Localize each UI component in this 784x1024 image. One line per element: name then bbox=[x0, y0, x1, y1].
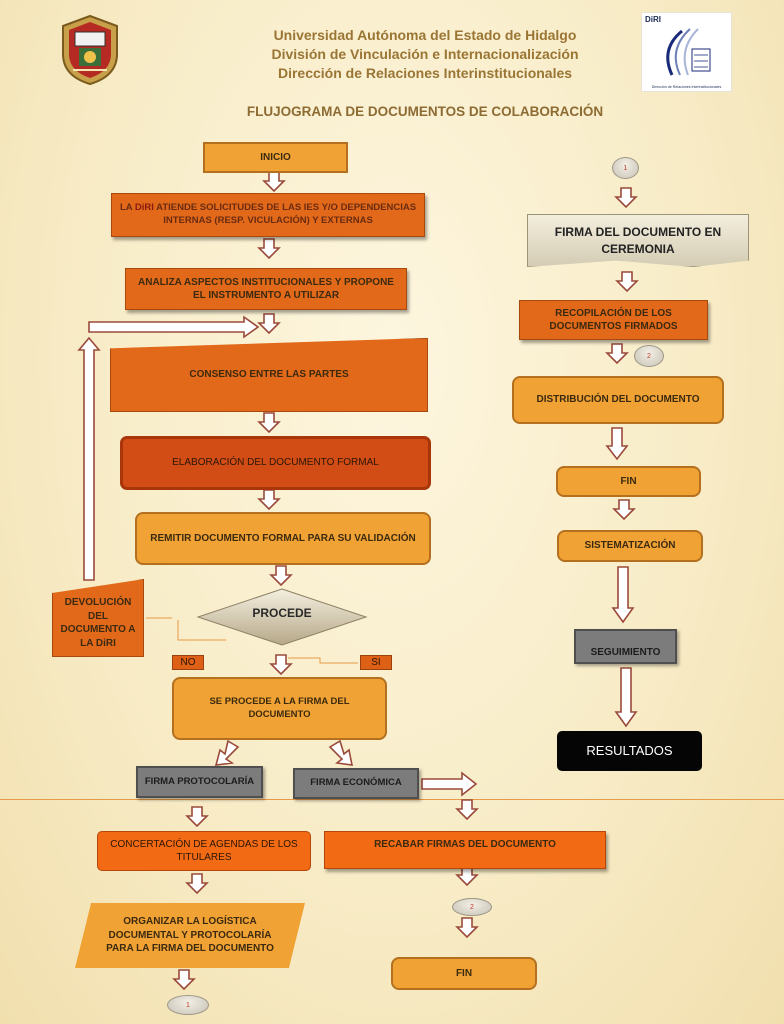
connector-2-right: 2 bbox=[634, 345, 664, 367]
analiza-box: ANALIZA ASPECTOS INSTITUCIONALES Y PROPO… bbox=[125, 268, 407, 310]
diri-logo: DiRI Dirección de Relaciones Interinstit… bbox=[641, 12, 732, 92]
resultados-label: RESULTADOS bbox=[586, 743, 673, 759]
firma-ceremonia-box: FIRMA DEL DOCUMENTO EN CEREMONIA bbox=[527, 214, 749, 267]
procede-diamond bbox=[196, 588, 368, 646]
firma-protocolaria-label: FIRMA PROTOCOLARÍA bbox=[144, 775, 255, 787]
diri-logo-caption: Dirección de Relaciones Interinstitucion… bbox=[651, 85, 722, 89]
recopilacion-box: RECOPILACIÓN DE LOS DOCUMENTOS FIRMADOS bbox=[519, 300, 708, 340]
si-label: SI bbox=[371, 657, 381, 668]
remitir-box: REMITIR DOCUMENTO FORMAL PARA SU VALIDAC… bbox=[135, 512, 431, 565]
analiza-label: ANALIZA ASPECTOS INSTITUCIONALES Y PROPO… bbox=[138, 276, 394, 302]
fin-right-box: FIN bbox=[556, 466, 701, 497]
fin-bottom-label: FIN bbox=[455, 967, 473, 979]
sistematizacion-box: SISTEMATIZACIÓN bbox=[557, 530, 703, 562]
firma-documento-box: SE PROCEDE A LA FIRMA DEL DOCUMENTO bbox=[172, 677, 387, 740]
uaeh-crest-icon bbox=[62, 14, 118, 86]
connector-1-bottom-label: 1 bbox=[186, 1001, 190, 1009]
connector-1-bottom: 1 bbox=[167, 995, 209, 1015]
connector-1-top-right: 1 bbox=[612, 157, 639, 179]
firma-economica-box: FIRMA ECONÓMICA bbox=[293, 768, 419, 799]
seguimiento-box: SEGUIMIENTO bbox=[574, 629, 677, 664]
uaeh-logo bbox=[57, 14, 123, 86]
consenso-label: CONSENSO ENTRE LAS PARTES bbox=[189, 369, 349, 381]
remitir-label: REMITIR DOCUMENTO FORMAL PARA SU VALIDAC… bbox=[150, 532, 416, 544]
divider-line bbox=[0, 799, 784, 800]
header-division: División de Vinculación e Internacionali… bbox=[271, 46, 579, 62]
resultados-box: RESULTADOS bbox=[557, 731, 702, 771]
firma-ceremonia-label: FIRMA DEL DOCUMENTO EN CEREMONIA bbox=[554, 225, 722, 256]
connector-2-label: 2 bbox=[647, 352, 651, 360]
atiende-box: LA DiRI ATIENDE SOLICITUDES DE LAS IES Y… bbox=[111, 193, 425, 237]
recopilacion-label: RECOPILACIÓN DE LOS DOCUMENTOS FIRMADOS bbox=[549, 307, 678, 333]
connector-2-bottom: 2 bbox=[452, 898, 492, 916]
inicio-box: INICIO bbox=[203, 142, 348, 173]
distribucion-label: DISTRIBUCIÓN DEL DOCUMENTO bbox=[536, 394, 700, 406]
seguimiento-label: SEGUIMIENTO bbox=[590, 646, 661, 658]
fin-bottom-box: FIN bbox=[391, 957, 537, 990]
connector-1-label: 1 bbox=[623, 164, 628, 172]
atiende-label: LA DiRI ATIENDE SOLICITUDES DE LAS IES Y… bbox=[119, 202, 417, 226]
devolucion-label: DEVOLUCIÓN DEL DOCUMENTO A LA DiRI bbox=[60, 597, 136, 649]
procede-label: PROCEDE bbox=[252, 606, 312, 620]
recabar-label: RECABAR FIRMAS DEL DOCUMENTO bbox=[374, 839, 556, 850]
no-label-box: NO bbox=[172, 655, 204, 670]
firma-documento-label: SE PROCEDE A LA FIRMA DEL DOCUMENTO bbox=[209, 695, 350, 720]
concertacion-label: CONCERTACIÓN DE AGENDAS DE LOS TITULARES bbox=[110, 838, 298, 864]
page-title: FLUJOGRAMA DE DOCUMENTOS DE COLABORACIÓN bbox=[246, 104, 604, 119]
recabar-box: RECABAR FIRMAS DEL DOCUMENTO bbox=[324, 831, 606, 869]
no-label: NO bbox=[180, 657, 196, 668]
inicio-label: INICIO bbox=[260, 151, 291, 163]
devolucion-box: DEVOLUCIÓN DEL DOCUMENTO A LA DiRI bbox=[52, 579, 144, 657]
consenso-box: CONSENSO ENTRE LAS PARTES bbox=[110, 338, 428, 412]
si-label-box: SI bbox=[360, 655, 392, 670]
diri-swoosh-icon bbox=[666, 28, 711, 76]
firma-economica-label: FIRMA ECONÓMICA bbox=[310, 777, 402, 789]
concertacion-box: CONCERTACIÓN DE AGENDAS DE LOS TITULARES bbox=[97, 831, 311, 871]
header-university: Universidad Autónoma del Estado de Hidal… bbox=[273, 27, 577, 43]
elaboracion-label: ELABORACIÓN DEL DOCUMENTO FORMAL bbox=[172, 457, 379, 469]
sistematizacion-label: SISTEMATIZACIÓN bbox=[584, 540, 676, 552]
organizar-label: ORGANIZAR LA LOGÍSTICA DOCUMENTAL Y PROT… bbox=[106, 916, 274, 955]
fin-right-label: FIN bbox=[620, 475, 637, 487]
organizar-box: ORGANIZAR LA LOGÍSTICA DOCUMENTAL Y PROT… bbox=[75, 903, 305, 968]
diri-logo-label: DiRI bbox=[645, 15, 661, 24]
distribucion-box: DISTRIBUCIÓN DEL DOCUMENTO bbox=[512, 376, 724, 424]
header-direction: Dirección de Relaciones Interinstitucion… bbox=[277, 65, 573, 81]
elaboracion-box: ELABORACIÓN DEL DOCUMENTO FORMAL bbox=[120, 436, 431, 490]
firma-protocolaria-box: FIRMA PROTOCOLARÍA bbox=[136, 766, 263, 798]
connector-2-bottom-label: 2 bbox=[470, 903, 474, 911]
